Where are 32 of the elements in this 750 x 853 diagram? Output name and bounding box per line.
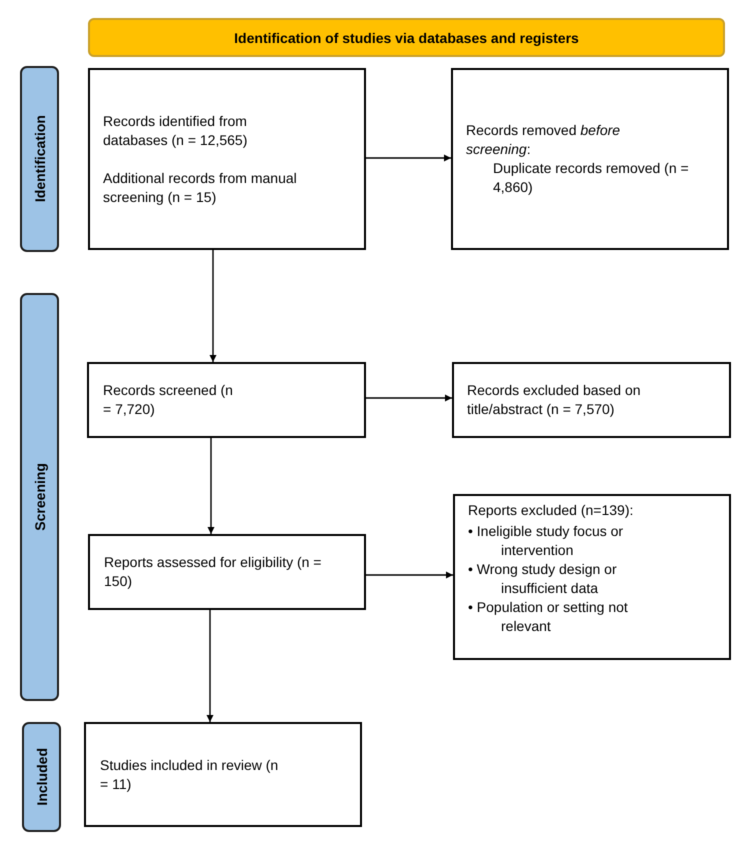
box-text: Records excluded based on title/abstract (n = 7,570) — [467, 381, 642, 419]
bullet-item: • Ineligible study focus or intervention — [468, 522, 624, 560]
process-box — [451, 68, 729, 250]
arrow — [206, 610, 214, 722]
arrow — [366, 572, 453, 578]
box-text: Records screened (n = 7,720) — [103, 381, 234, 419]
arrow — [208, 438, 214, 534]
arrow — [210, 250, 216, 362]
process-box — [88, 68, 366, 250]
phase-name: Identification — [32, 115, 48, 203]
box-text: Reports assessed for eligibility (n = 150) — [104, 553, 322, 591]
arrow — [366, 394, 452, 402]
box-text: Studies included in review (n = 11) — [100, 756, 280, 794]
exclusion-box — [453, 494, 731, 660]
box-text: Additional records from manual screening (n = 15) — [103, 168, 298, 206]
section-header: Identification of studies via databases and registers — [88, 18, 725, 57]
phase-name: Included — [34, 748, 50, 806]
process-box — [84, 722, 362, 827]
process-box — [88, 534, 366, 610]
box-text: Records removed before screening: — [466, 121, 622, 159]
box-text: Duplicate records removed (n = 4,860) — [492, 159, 690, 197]
arrow — [366, 154, 451, 162]
process-box — [87, 362, 366, 438]
box-text: Records identified from databases (n = 12,565) — [103, 112, 248, 150]
bullet-item: • Population or setting not relevant — [468, 598, 629, 636]
phase-name: Screening — [32, 463, 48, 531]
phase-label — [22, 722, 61, 832]
box-heading: Reports excluded (n=139): — [468, 500, 634, 520]
phase-label — [20, 293, 59, 701]
process-box — [452, 362, 731, 438]
phase-label — [20, 66, 59, 252]
bullet-item: • Wrong study design or insufficient data — [468, 560, 618, 598]
